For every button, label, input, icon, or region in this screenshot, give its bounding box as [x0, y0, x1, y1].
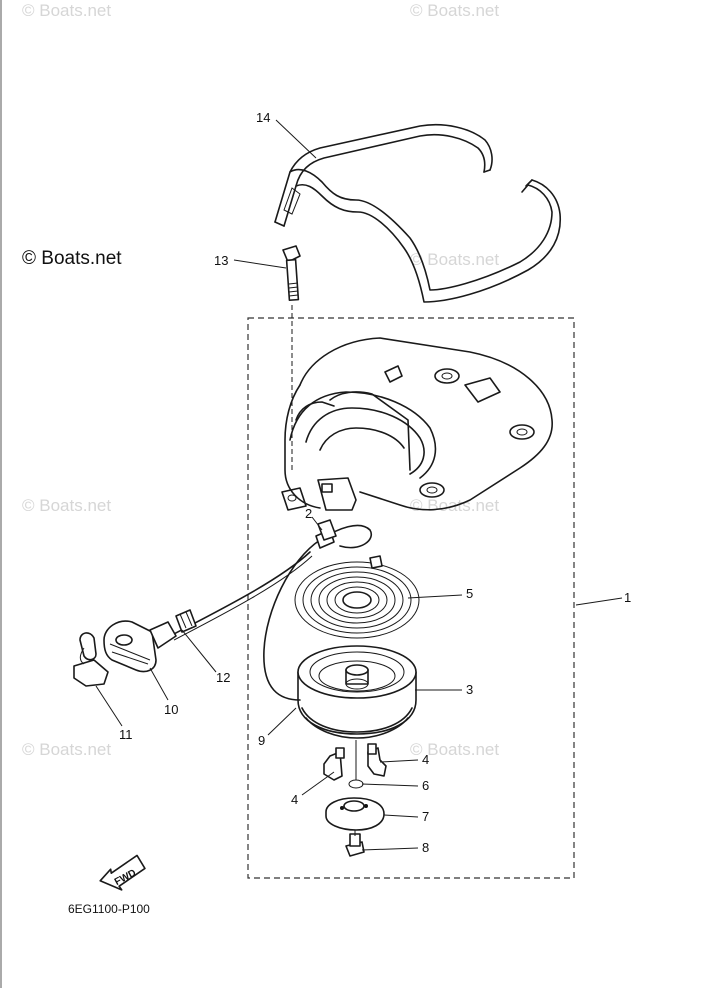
watermark-mid-left: © Boats.net: [22, 496, 111, 515]
part-14-seal: [274, 123, 562, 303]
part-3-pulley: [297, 645, 417, 739]
part-4-pawl-right: [367, 743, 387, 777]
diagram-code: 6EG1100-P100: [68, 902, 150, 916]
label-8: 8: [422, 840, 429, 855]
label-7: 7: [422, 809, 429, 824]
label-9: 9: [258, 733, 265, 748]
assembly-frame: [247, 317, 575, 879]
label-13: 13: [214, 253, 228, 268]
leader-lines: [95, 119, 623, 851]
label-2: 2: [305, 506, 312, 521]
label-14: 14: [256, 110, 270, 125]
label-11: 11: [119, 727, 133, 742]
label-6: 6: [422, 778, 429, 793]
label-3: 3: [466, 682, 473, 697]
label-10: 10: [164, 702, 178, 717]
watermark-low-right: © Boats.net: [410, 740, 499, 759]
part-12-cable: [169, 529, 335, 641]
fwd-arrow-icon: FWD: [99, 854, 146, 891]
part-13-bolt: [282, 245, 301, 470]
watermark-main: © Boats.net: [22, 248, 122, 269]
part-2-clamp: [317, 519, 337, 541]
part-11-grip: [73, 632, 109, 687]
part-9-rope: [263, 524, 373, 701]
watermark-top-right: © Boats.net: [410, 1, 499, 20]
label-4-left: 4: [291, 792, 298, 807]
watermark-low-left: © Boats.net: [22, 740, 111, 759]
label-12: 12: [216, 670, 230, 685]
part-6-clip: [348, 740, 364, 789]
part-5-recoil-spring: [294, 555, 420, 639]
part-4-pawl-left: [323, 747, 345, 781]
part-8-bolt: [345, 830, 365, 857]
label-5: 5: [466, 586, 473, 601]
starter-housing: [281, 337, 553, 511]
watermark-mid-right: © Boats.net: [410, 250, 499, 269]
label-4-right: 4: [422, 752, 429, 767]
part-10-handle: [103, 620, 177, 673]
watermark-top-left: © Boats.net: [22, 1, 111, 20]
label-1: 1: [624, 590, 631, 605]
part-7-plate: [325, 797, 385, 831]
